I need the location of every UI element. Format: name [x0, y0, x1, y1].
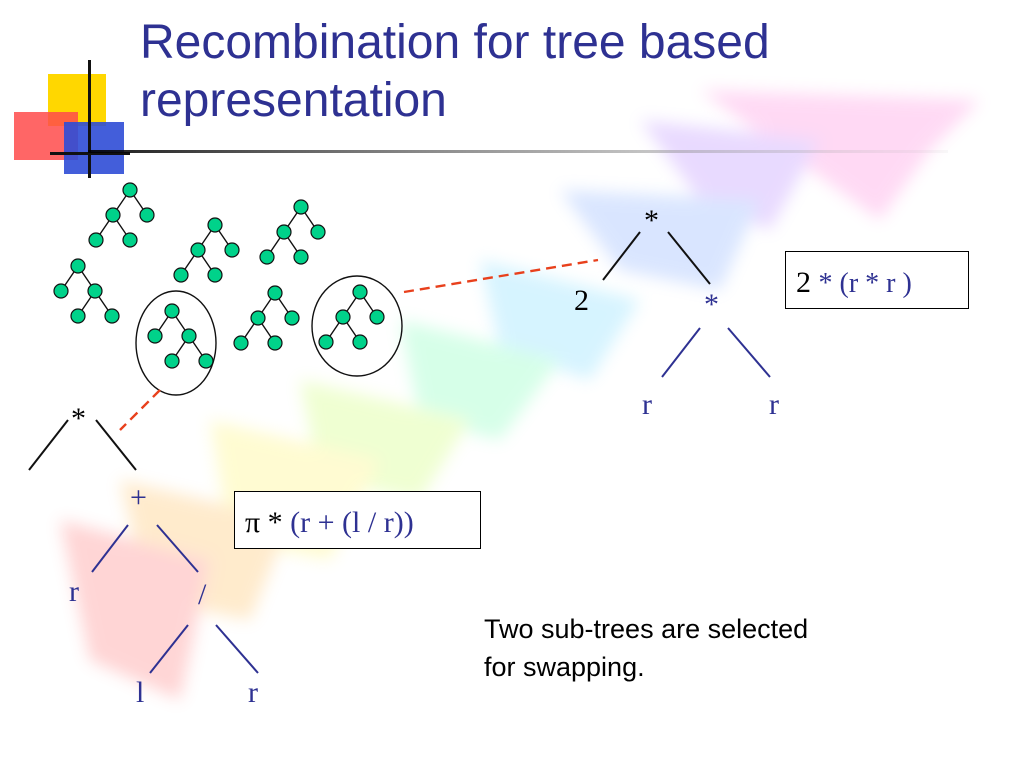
left-tree-leaf-r2: r [248, 676, 258, 709]
left-tree-leaf-l: l [136, 676, 145, 709]
left-tree-edges [28, 419, 137, 471]
left-tree-plus-operator: + [130, 481, 147, 514]
corner-accent [14, 60, 130, 178]
title-line-2: representation [140, 74, 447, 127]
right-tree-leaf-right: r [769, 388, 779, 421]
tree-nodes [53, 182, 385, 369]
formula-box-left: π * (r + (l / r)) [234, 491, 481, 549]
formula-left-prefix: π * [245, 506, 283, 539]
tree-edges [60, 189, 378, 362]
left-tree-root-operator: * [71, 402, 86, 435]
selected-subtree-ellipse-right [311, 275, 403, 377]
right-tree-inner-operator: * [704, 288, 719, 321]
formula-left-expression: (r + (l / r)) [290, 506, 414, 539]
left-tree-div-operator: / [198, 578, 207, 611]
title-underline [88, 150, 948, 153]
right-subtree-edges [661, 327, 771, 378]
right-tree-edges [602, 231, 711, 285]
dashed-link-left [119, 389, 161, 431]
slide-title: Recombination for tree based representat… [140, 14, 1000, 130]
formula-box-right: 2 * (r * r ) [785, 251, 969, 309]
right-tree-left-constant: 2 [574, 284, 589, 317]
caption-line-2: for swapping. [484, 652, 645, 682]
formula-right-constant: 2 [796, 266, 811, 299]
selected-subtree-ellipse-left [135, 290, 217, 396]
dashed-link-right [403, 258, 599, 294]
slide-caption: Two sub-trees are selected for swapping. [484, 610, 924, 686]
title-line-1: Recombination for tree based [140, 16, 770, 69]
right-tree-root-operator: * [644, 204, 659, 237]
right-tree-leaf-left: r [642, 388, 652, 421]
formula-right-expression: * (r * r ) [818, 268, 912, 299]
left-subtree-edges [91, 524, 259, 674]
caption-line-1: Two sub-trees are selected [484, 614, 809, 644]
left-tree-leaf-r: r [69, 575, 79, 608]
